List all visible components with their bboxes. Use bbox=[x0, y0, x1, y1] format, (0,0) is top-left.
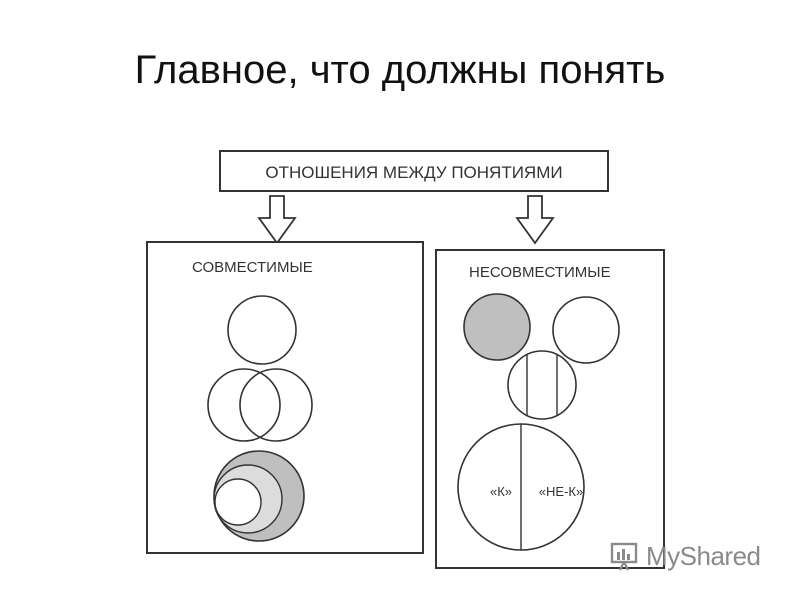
incompatible-label: НЕСОВМЕСТИМЫЕ bbox=[469, 264, 611, 281]
intersection-circle-b bbox=[239, 368, 313, 442]
compatible-box: СОВМЕСТИМЫЕ bbox=[146, 241, 424, 554]
slide-title: Главное, что должны понять bbox=[134, 48, 666, 92]
intersection-circle-a bbox=[207, 368, 281, 442]
arrow-left-icon bbox=[257, 195, 297, 245]
circle-not-k-label: «НЕ-К» bbox=[539, 484, 583, 499]
header-label: ОТНОШЕНИЯ МЕЖДУ ПОНЯТИЯМИ bbox=[265, 163, 562, 182]
circle-k-label: «К» bbox=[490, 484, 512, 499]
myshared-watermark: MyShared bbox=[610, 538, 761, 574]
opposition-circle-shaded bbox=[463, 293, 531, 361]
header-box: ОТНОШЕНИЯ МЕЖДУ ПОНЯТИЯМИ bbox=[219, 150, 609, 192]
compatible-label: СОВМЕСТИМЫЕ bbox=[192, 259, 313, 276]
watermark-text: MyShared bbox=[646, 540, 761, 571]
divided-circle bbox=[507, 350, 577, 420]
incompatible-box: НЕСОВМЕСТИМЫЕ «К» «НЕ-К» bbox=[435, 249, 665, 569]
identity-circle bbox=[227, 295, 297, 365]
subordination-inner-circle bbox=[214, 478, 262, 526]
opposition-circle-plain bbox=[552, 296, 620, 364]
arrow-right-icon bbox=[515, 195, 555, 245]
presentation-board-icon bbox=[610, 542, 638, 571]
